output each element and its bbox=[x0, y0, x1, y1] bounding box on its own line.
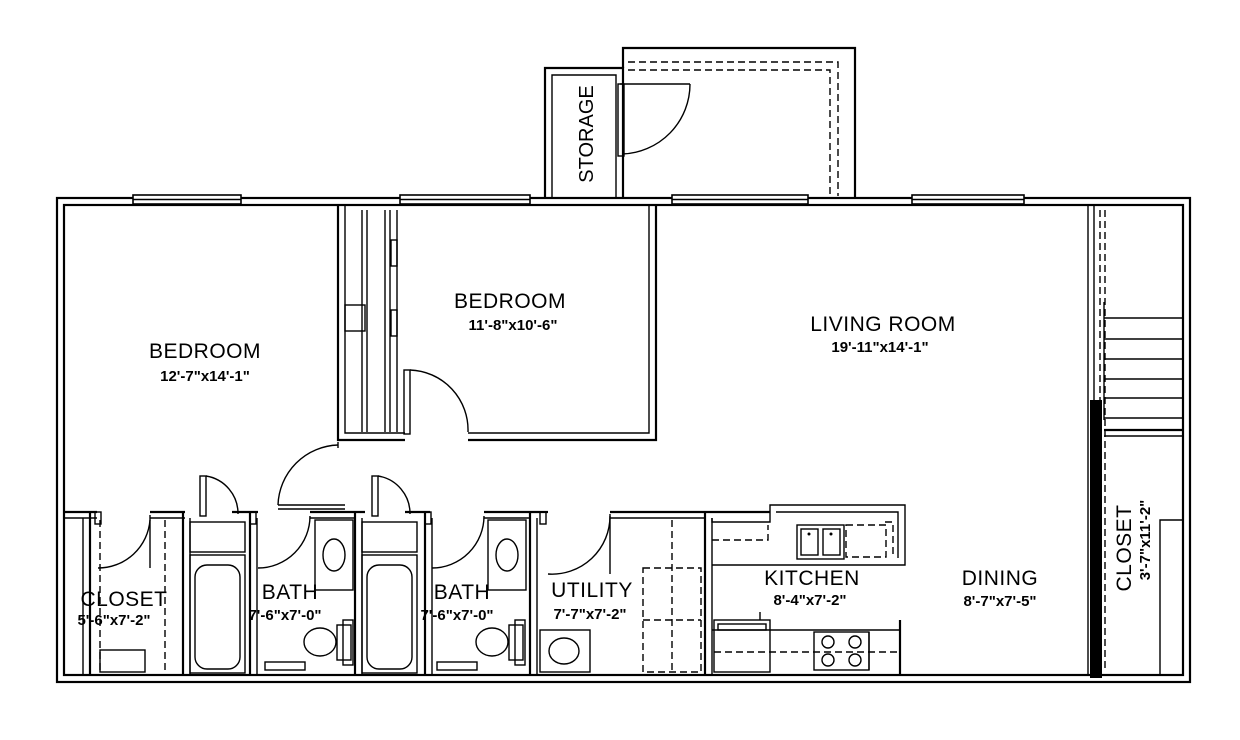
bath2-dims: 7'-6"x7'-0" bbox=[420, 607, 493, 624]
kitchen-name: KITCHEN bbox=[764, 567, 860, 590]
bedroom2-walls bbox=[336, 205, 658, 442]
living-room-dims: 19'-11"x14'-1" bbox=[831, 339, 928, 356]
bath1-name: BATH bbox=[262, 581, 318, 604]
bath1-dims: 7'-6"x7'-0" bbox=[248, 607, 321, 624]
bath1-fixtures bbox=[189, 475, 354, 674]
bedroom1-name: BEDROOM bbox=[149, 340, 261, 363]
hall-door bbox=[277, 442, 345, 510]
bedroom2-dims: 11'-8"x10'-6" bbox=[469, 317, 558, 334]
dining-name: DINING bbox=[962, 567, 1039, 590]
room-labels: STORAGE BEDROOM 12'-7"x14'-1" BEDROOM 11… bbox=[77, 85, 1154, 629]
closet2-dims: 3'-7"x11'-2" bbox=[1137, 500, 1154, 581]
bath2-name: BATH bbox=[434, 581, 490, 604]
windows bbox=[132, 194, 1025, 205]
closet1-name: CLOSET bbox=[80, 588, 167, 611]
closet2-name: CLOSET bbox=[1113, 504, 1136, 591]
closet1-fixtures bbox=[94, 511, 166, 673]
dining-dims: 8'-7"x7'-5" bbox=[963, 593, 1036, 610]
bedroom1-dims: 12'-7"x14'-1" bbox=[160, 368, 250, 385]
storage-structure bbox=[543, 46, 857, 198]
storage-door bbox=[617, 83, 691, 157]
bath2-fixtures bbox=[361, 475, 527, 674]
kitchen-dims: 8'-4"x7'-2" bbox=[773, 592, 846, 609]
utility-fixtures bbox=[539, 511, 702, 673]
bedroom2-name: BEDROOM bbox=[454, 290, 566, 313]
utility-dims: 7'-7"x7'-2" bbox=[553, 606, 626, 623]
storage-label: STORAGE bbox=[576, 85, 598, 182]
kitchen-fixtures bbox=[711, 504, 906, 673]
living-room-name: LIVING ROOM bbox=[810, 313, 956, 336]
right-side bbox=[1087, 205, 1183, 678]
utility-name: UTILITY bbox=[551, 579, 633, 602]
closet1-dims: 5'-6"x7'-2" bbox=[77, 612, 150, 629]
